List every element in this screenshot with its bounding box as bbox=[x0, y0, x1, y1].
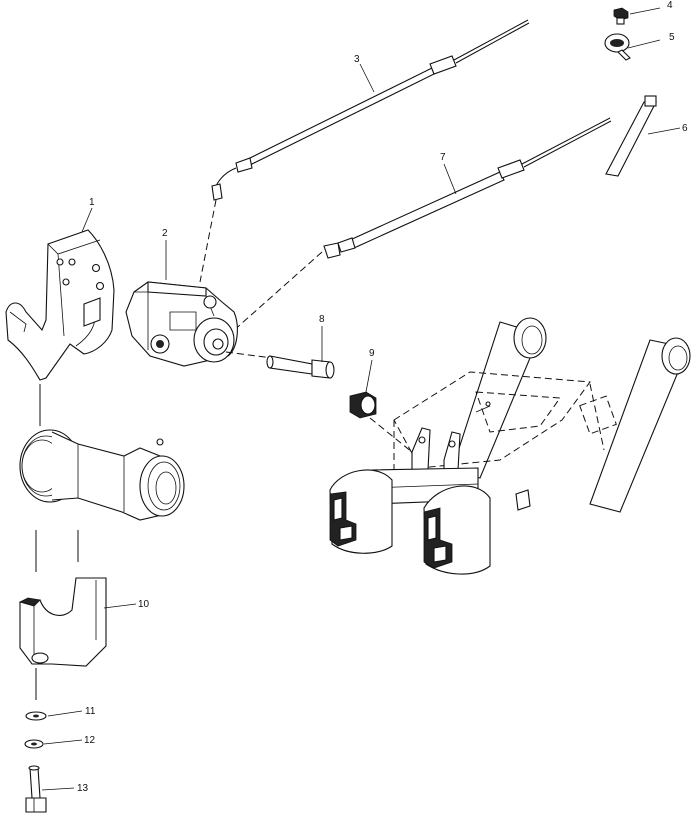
brake-cable-lower bbox=[323, 117, 612, 259]
vertical-alignment-lines bbox=[35, 384, 79, 700]
callout-3: 3 bbox=[354, 54, 360, 65]
rod-part-6 bbox=[605, 95, 657, 177]
callout-9: 9 bbox=[369, 348, 375, 359]
bushing bbox=[349, 391, 377, 419]
callout-13: 13 bbox=[77, 783, 89, 794]
washer-part-12 bbox=[24, 739, 44, 749]
bearing-clamp-lower bbox=[18, 577, 107, 667]
nut-part-4 bbox=[613, 7, 629, 25]
callout-leader-lines bbox=[41, 7, 681, 791]
clamp-part-5 bbox=[604, 33, 631, 61]
callout-8: 8 bbox=[319, 314, 325, 325]
callout-2: 2 bbox=[162, 228, 168, 239]
bushing-alignment-line bbox=[369, 417, 413, 453]
callout-7: 7 bbox=[440, 152, 446, 163]
washer-part-11 bbox=[25, 711, 47, 721]
callout-4: 4 bbox=[667, 0, 673, 11]
callout-numbers: 1 2 3 4 5 6 7 8 9 10 11 12 13 bbox=[77, 0, 688, 794]
bearing-housing bbox=[19, 429, 185, 521]
caliper-pin bbox=[266, 355, 335, 379]
cable-alignment-lines bbox=[199, 199, 323, 333]
brake-cable-upper bbox=[211, 19, 530, 201]
callout-12: 12 bbox=[84, 735, 96, 746]
caliper-bracket bbox=[5, 229, 115, 381]
callout-6: 6 bbox=[682, 123, 688, 134]
swing-arm-frame bbox=[329, 317, 691, 575]
caliper-pin-alignment-line bbox=[225, 351, 273, 359]
callout-10: 10 bbox=[138, 599, 150, 610]
brake-caliper bbox=[125, 281, 238, 367]
callout-5: 5 bbox=[669, 32, 675, 43]
bolt-part-13 bbox=[25, 765, 47, 813]
callout-1: 1 bbox=[89, 197, 95, 208]
callout-11: 11 bbox=[85, 706, 96, 717]
